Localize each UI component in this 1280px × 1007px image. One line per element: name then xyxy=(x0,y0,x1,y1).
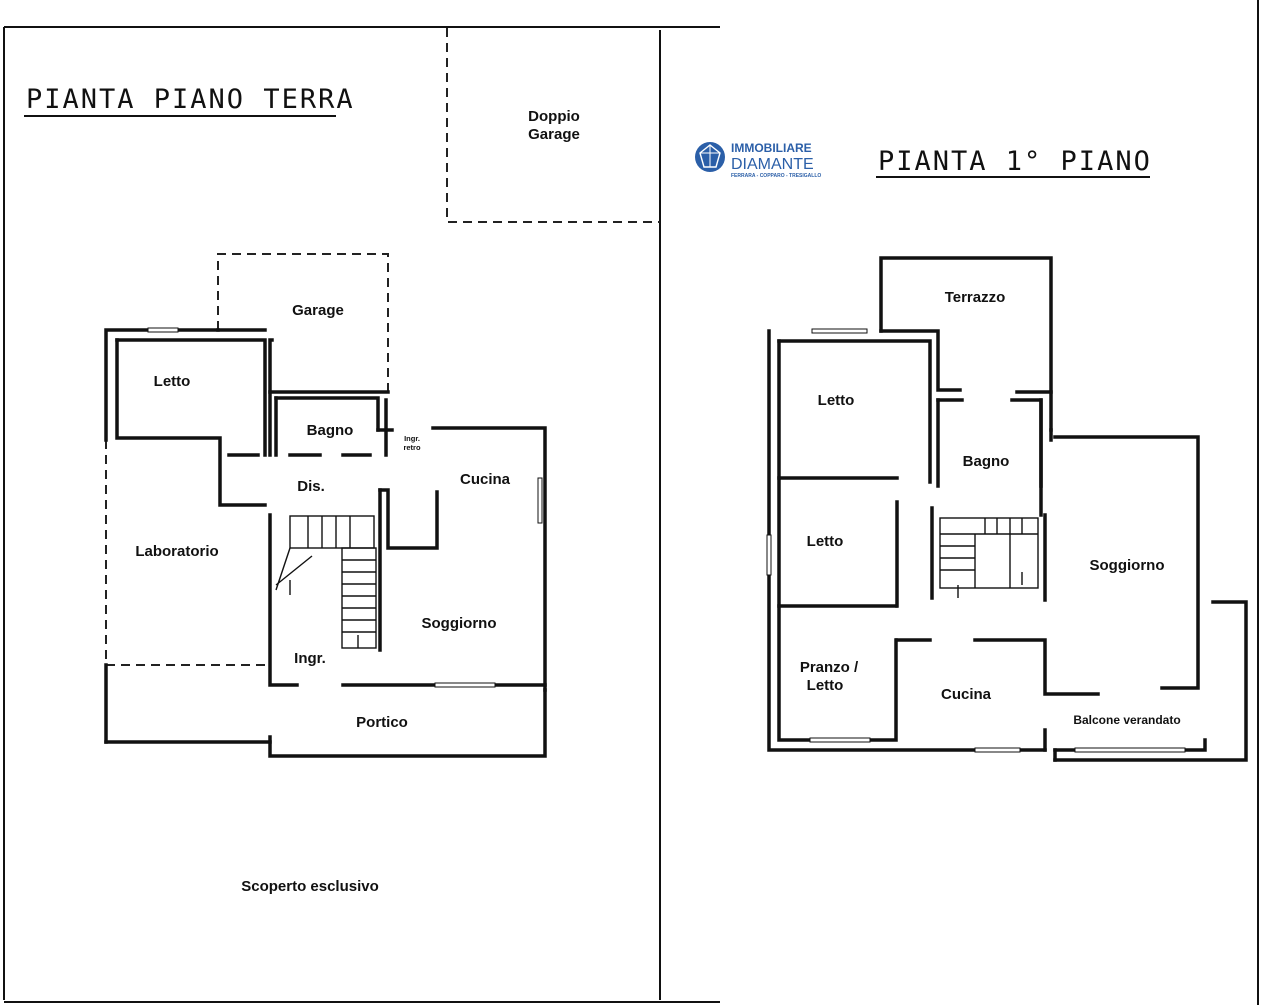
room-label-balcone: Balcone verandato xyxy=(1073,713,1180,727)
room-label-dis: Dis. xyxy=(297,478,325,495)
room-label-laboratorio: Laboratorio xyxy=(135,543,218,560)
room-label-letto-1: Letto xyxy=(818,392,855,409)
room-label-pranzo-letto: Pranzo / xyxy=(800,659,859,676)
svg-text:FERRARA - COPPARO - TRESIGALLO: FERRARA - COPPARO - TRESIGALLO xyxy=(731,173,821,179)
room-label-scoperto: Scoperto esclusivo xyxy=(241,878,379,895)
diamond-icon xyxy=(695,142,725,172)
room-label-letto: Letto xyxy=(154,373,191,390)
room-label-soggiorno: Soggiorno xyxy=(422,615,497,632)
room-label-letto-2: Letto xyxy=(807,533,844,550)
double-garage-outline xyxy=(446,28,660,223)
garage-outline xyxy=(217,253,389,392)
first-floor-windows xyxy=(766,328,1186,753)
first-floor-stairs xyxy=(939,517,1039,598)
sheet-borders xyxy=(3,0,1259,1005)
room-label-doppio-garage: Doppio xyxy=(528,108,580,125)
ground-floor-stairs xyxy=(275,515,377,649)
ground-floor-windows xyxy=(147,327,543,688)
room-label-doppio-garage-2: Garage xyxy=(528,126,580,143)
room-label-portico: Portico xyxy=(356,714,408,731)
room-label-cucina-1f: Cucina xyxy=(941,686,992,703)
company-logo: IMMOBILIARE DIAMANTE FERRARA - COPPARO -… xyxy=(695,141,821,179)
first-floor-labels: Terrazzo Letto Bagno Letto Soggiorno Pra… xyxy=(800,289,1181,727)
room-label-pranzo-letto-2: Letto xyxy=(807,677,844,694)
svg-text:IMMOBILIARE: IMMOBILIARE xyxy=(731,141,812,155)
room-label-ingr-retro: Ingr. xyxy=(404,434,420,443)
room-label-terrazzo: Terrazzo xyxy=(945,289,1006,306)
room-label-cucina: Cucina xyxy=(460,471,511,488)
svg-text:DIAMANTE: DIAMANTE xyxy=(731,156,814,173)
ground-floor-title: PIANTA PIANO TERRA xyxy=(24,84,355,117)
svg-text:PIANTA PIANO TERRA: PIANTA PIANO TERRA xyxy=(26,84,355,115)
first-floor-title: PIANTA 1° PIANO xyxy=(876,146,1152,178)
first-floor-walls xyxy=(767,256,1248,762)
room-label-bagno: Bagno xyxy=(307,422,354,439)
room-label-ingr: Ingr. xyxy=(294,650,326,667)
ground-floor-labels: Doppio Garage Garage Letto Bagno Ingr. r… xyxy=(135,108,580,895)
room-label-soggiorno-1f: Soggiorno xyxy=(1090,557,1165,574)
room-label-garage: Garage xyxy=(292,302,344,319)
room-label-ingr-retro-2: retro xyxy=(403,443,421,452)
room-label-bagno-1f: Bagno xyxy=(963,453,1010,470)
svg-text:PIANTA 1° PIANO: PIANTA 1° PIANO xyxy=(878,146,1152,177)
